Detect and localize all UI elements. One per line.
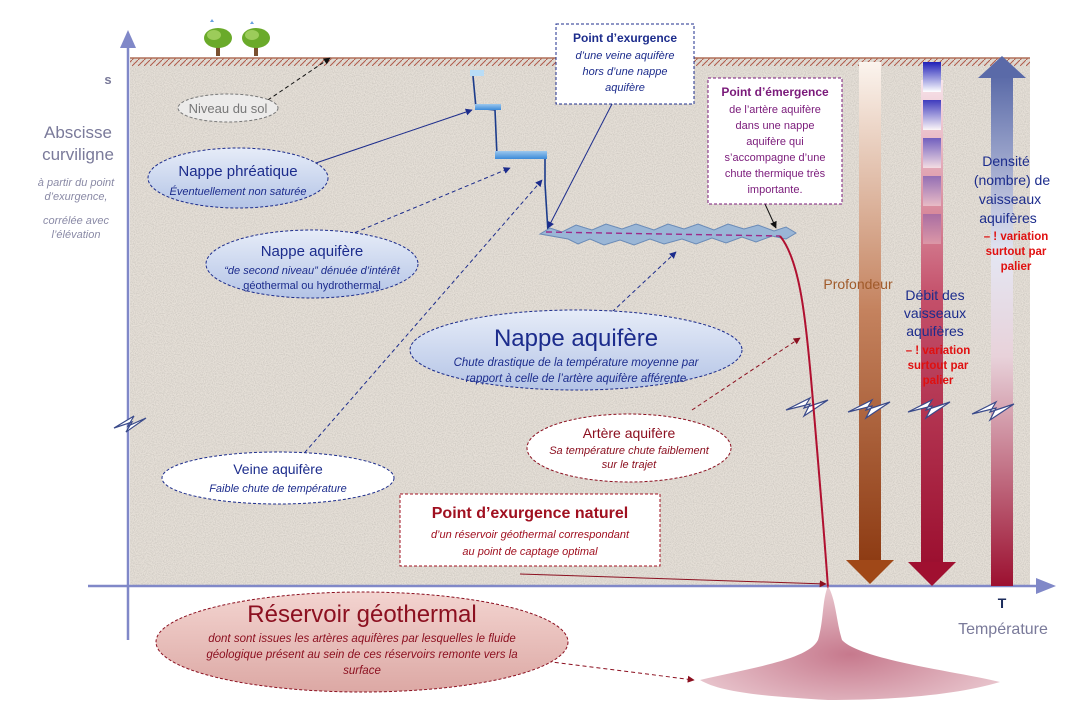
debit-label: aquifères bbox=[906, 323, 964, 339]
reservoir-bubble: Réservoir géothermal dont sont issues le… bbox=[155, 591, 569, 693]
y-axis-subtitle: corrélée avec bbox=[43, 215, 110, 227]
main-aquifer-layer bbox=[538, 223, 797, 246]
densite-label: Densité bbox=[982, 153, 1030, 169]
nappe-main-subtitle: Chute drastique de la température moyenn… bbox=[454, 357, 700, 369]
debit-note: – ! variation bbox=[906, 345, 971, 357]
aquifer-artery bbox=[779, 235, 829, 589]
profondeur-arrowhead bbox=[846, 560, 894, 584]
point-exurgence-subtitle: aquifère bbox=[605, 82, 645, 94]
densite-note: surtout par bbox=[986, 246, 1047, 258]
point-emergence-box: Point d’émergence de l’artère aquifère d… bbox=[707, 77, 843, 205]
point-naturel-subtitle: au point de captage optimal bbox=[462, 546, 598, 558]
connector-arrow bbox=[764, 203, 777, 229]
nappe-second-subtitle: géothermal ou hydrothermal bbox=[243, 280, 381, 292]
y-axis-subtitle: l’élévation bbox=[52, 229, 101, 241]
debit-arrow-segments bbox=[923, 62, 941, 244]
rain-drop-icon bbox=[210, 19, 254, 24]
point-exurgence-subtitle: d’une veine aquifère bbox=[575, 50, 674, 62]
nappe-main-title: Nappe aquifère bbox=[494, 325, 658, 352]
y-axis-subtitle: d’exurgence, bbox=[45, 191, 108, 203]
y-axis-subtitle: à partir du point bbox=[38, 177, 115, 189]
x-axis-letter: T bbox=[998, 595, 1007, 611]
point-exurgence-box: Point d’exurgence d’une veine aquifère h… bbox=[555, 23, 695, 105]
densite-note: palier bbox=[1001, 261, 1032, 273]
connector-arrow bbox=[309, 108, 473, 166]
nappe-phreatique-subtitle: Éventuellement non saturée bbox=[170, 185, 307, 198]
point-naturel-box: Point d’exurgence naturel d’un réservoir… bbox=[399, 493, 661, 567]
nappe-main-subtitle: rapport à celle de l’artère aquifère aff… bbox=[466, 373, 687, 385]
profondeur-arrow-shaft bbox=[859, 62, 881, 560]
niveau-sol-label: Niveau du sol bbox=[189, 101, 268, 116]
point-emergence-title: Point d’émergence bbox=[721, 85, 829, 99]
connector-arrow bbox=[299, 179, 543, 459]
veine-bubble: Veine aquifère Faible chute de températu… bbox=[161, 451, 395, 505]
veine-subtitle: Faible chute de température bbox=[209, 483, 347, 495]
y-axis-title: Abscisse bbox=[44, 123, 112, 142]
nappe-second-subtitle: “de second niveau” dénuée d’intérêt bbox=[224, 265, 400, 277]
connector-arrow bbox=[519, 573, 827, 588]
debit-arrowhead bbox=[908, 562, 956, 586]
axis-break-icon bbox=[113, 415, 147, 433]
y-axis-title: curviligne bbox=[42, 145, 114, 164]
point-emergence-subtitle: de l’artère aquifère bbox=[729, 104, 821, 116]
reservoir-plume bbox=[700, 586, 1000, 700]
nappe-second-title: Nappe aquifère bbox=[261, 243, 364, 260]
point-naturel-subtitle: d’un réservoir géothermal correspondant bbox=[431, 529, 630, 541]
nappe-phreatique-title: Nappe phréatique bbox=[178, 163, 297, 180]
tree-icon bbox=[242, 28, 270, 56]
x-axis-title: Température bbox=[958, 621, 1048, 638]
artere-bubble: Artère aquifère Sa température chute fai… bbox=[526, 413, 732, 483]
connector-arrow bbox=[547, 103, 613, 229]
reservoir-subtitle: dont sont issues les artères aquifères p… bbox=[208, 633, 515, 645]
x-axis-arrowhead bbox=[1036, 578, 1056, 594]
nappe-phreatique-bubble: Nappe phréatique Éventuellement non satu… bbox=[147, 147, 329, 209]
connector-arrow bbox=[691, 337, 801, 411]
y-axis-arrowhead bbox=[120, 30, 136, 48]
reservoir-subtitle: géologique présent au sein de ces réserv… bbox=[206, 649, 517, 661]
nappe-main-bubble: Nappe aquifère Chute drastique de la tem… bbox=[409, 309, 743, 391]
point-emergence-subtitle: aquifère qui bbox=[746, 136, 804, 148]
densite-label: aquifères bbox=[979, 210, 1037, 226]
densite-label: vaisseaux bbox=[979, 191, 1041, 207]
densite-arrowhead bbox=[978, 56, 1026, 78]
point-exurgence-title: Point d’exurgence bbox=[573, 31, 677, 45]
densite-label: (nombre) de bbox=[974, 172, 1050, 188]
y-axis-letter: s bbox=[104, 72, 111, 87]
point-exurgence-subtitle: hors d’une nappe bbox=[582, 66, 667, 78]
nappe-second-bubble: Nappe aquifère “de second niveau” dénuée… bbox=[205, 229, 419, 299]
densite-note: – ! variation bbox=[984, 231, 1049, 243]
tree-icon bbox=[204, 28, 232, 56]
densite-arrow-shaft bbox=[991, 76, 1013, 586]
debit-note: palier bbox=[923, 375, 954, 387]
point-emergence-subtitle: importante. bbox=[747, 184, 802, 196]
point-emergence-subtitle: dans une nappe bbox=[736, 120, 815, 132]
veine-title: Veine aquifère bbox=[233, 461, 323, 477]
point-emergence-subtitle: s’accompagne d’une bbox=[725, 152, 826, 164]
reservoir-subtitle: surface bbox=[343, 665, 381, 677]
niveau-sol-bubble: Niveau du sol bbox=[177, 93, 279, 123]
aquifer-vein bbox=[470, 70, 549, 233]
profondeur-label: Profondeur bbox=[823, 276, 893, 292]
connector-arrow bbox=[341, 167, 511, 239]
debit-label: vaisseaux bbox=[904, 305, 966, 321]
artere-title: Artère aquifère bbox=[583, 425, 676, 441]
debit-note: surtout par bbox=[908, 360, 969, 372]
point-naturel-title: Point d’exurgence naturel bbox=[432, 505, 628, 522]
reservoir-title: Réservoir géothermal bbox=[247, 601, 476, 628]
point-emergence-subtitle: chute thermique très bbox=[725, 168, 826, 180]
column-break-icons bbox=[785, 396, 1015, 422]
artere-subtitle: sur le trajet bbox=[602, 459, 657, 471]
debit-label: Débit des bbox=[905, 287, 964, 303]
connector-arrow bbox=[611, 251, 677, 313]
artere-subtitle: Sa température chute faiblement bbox=[549, 445, 710, 457]
